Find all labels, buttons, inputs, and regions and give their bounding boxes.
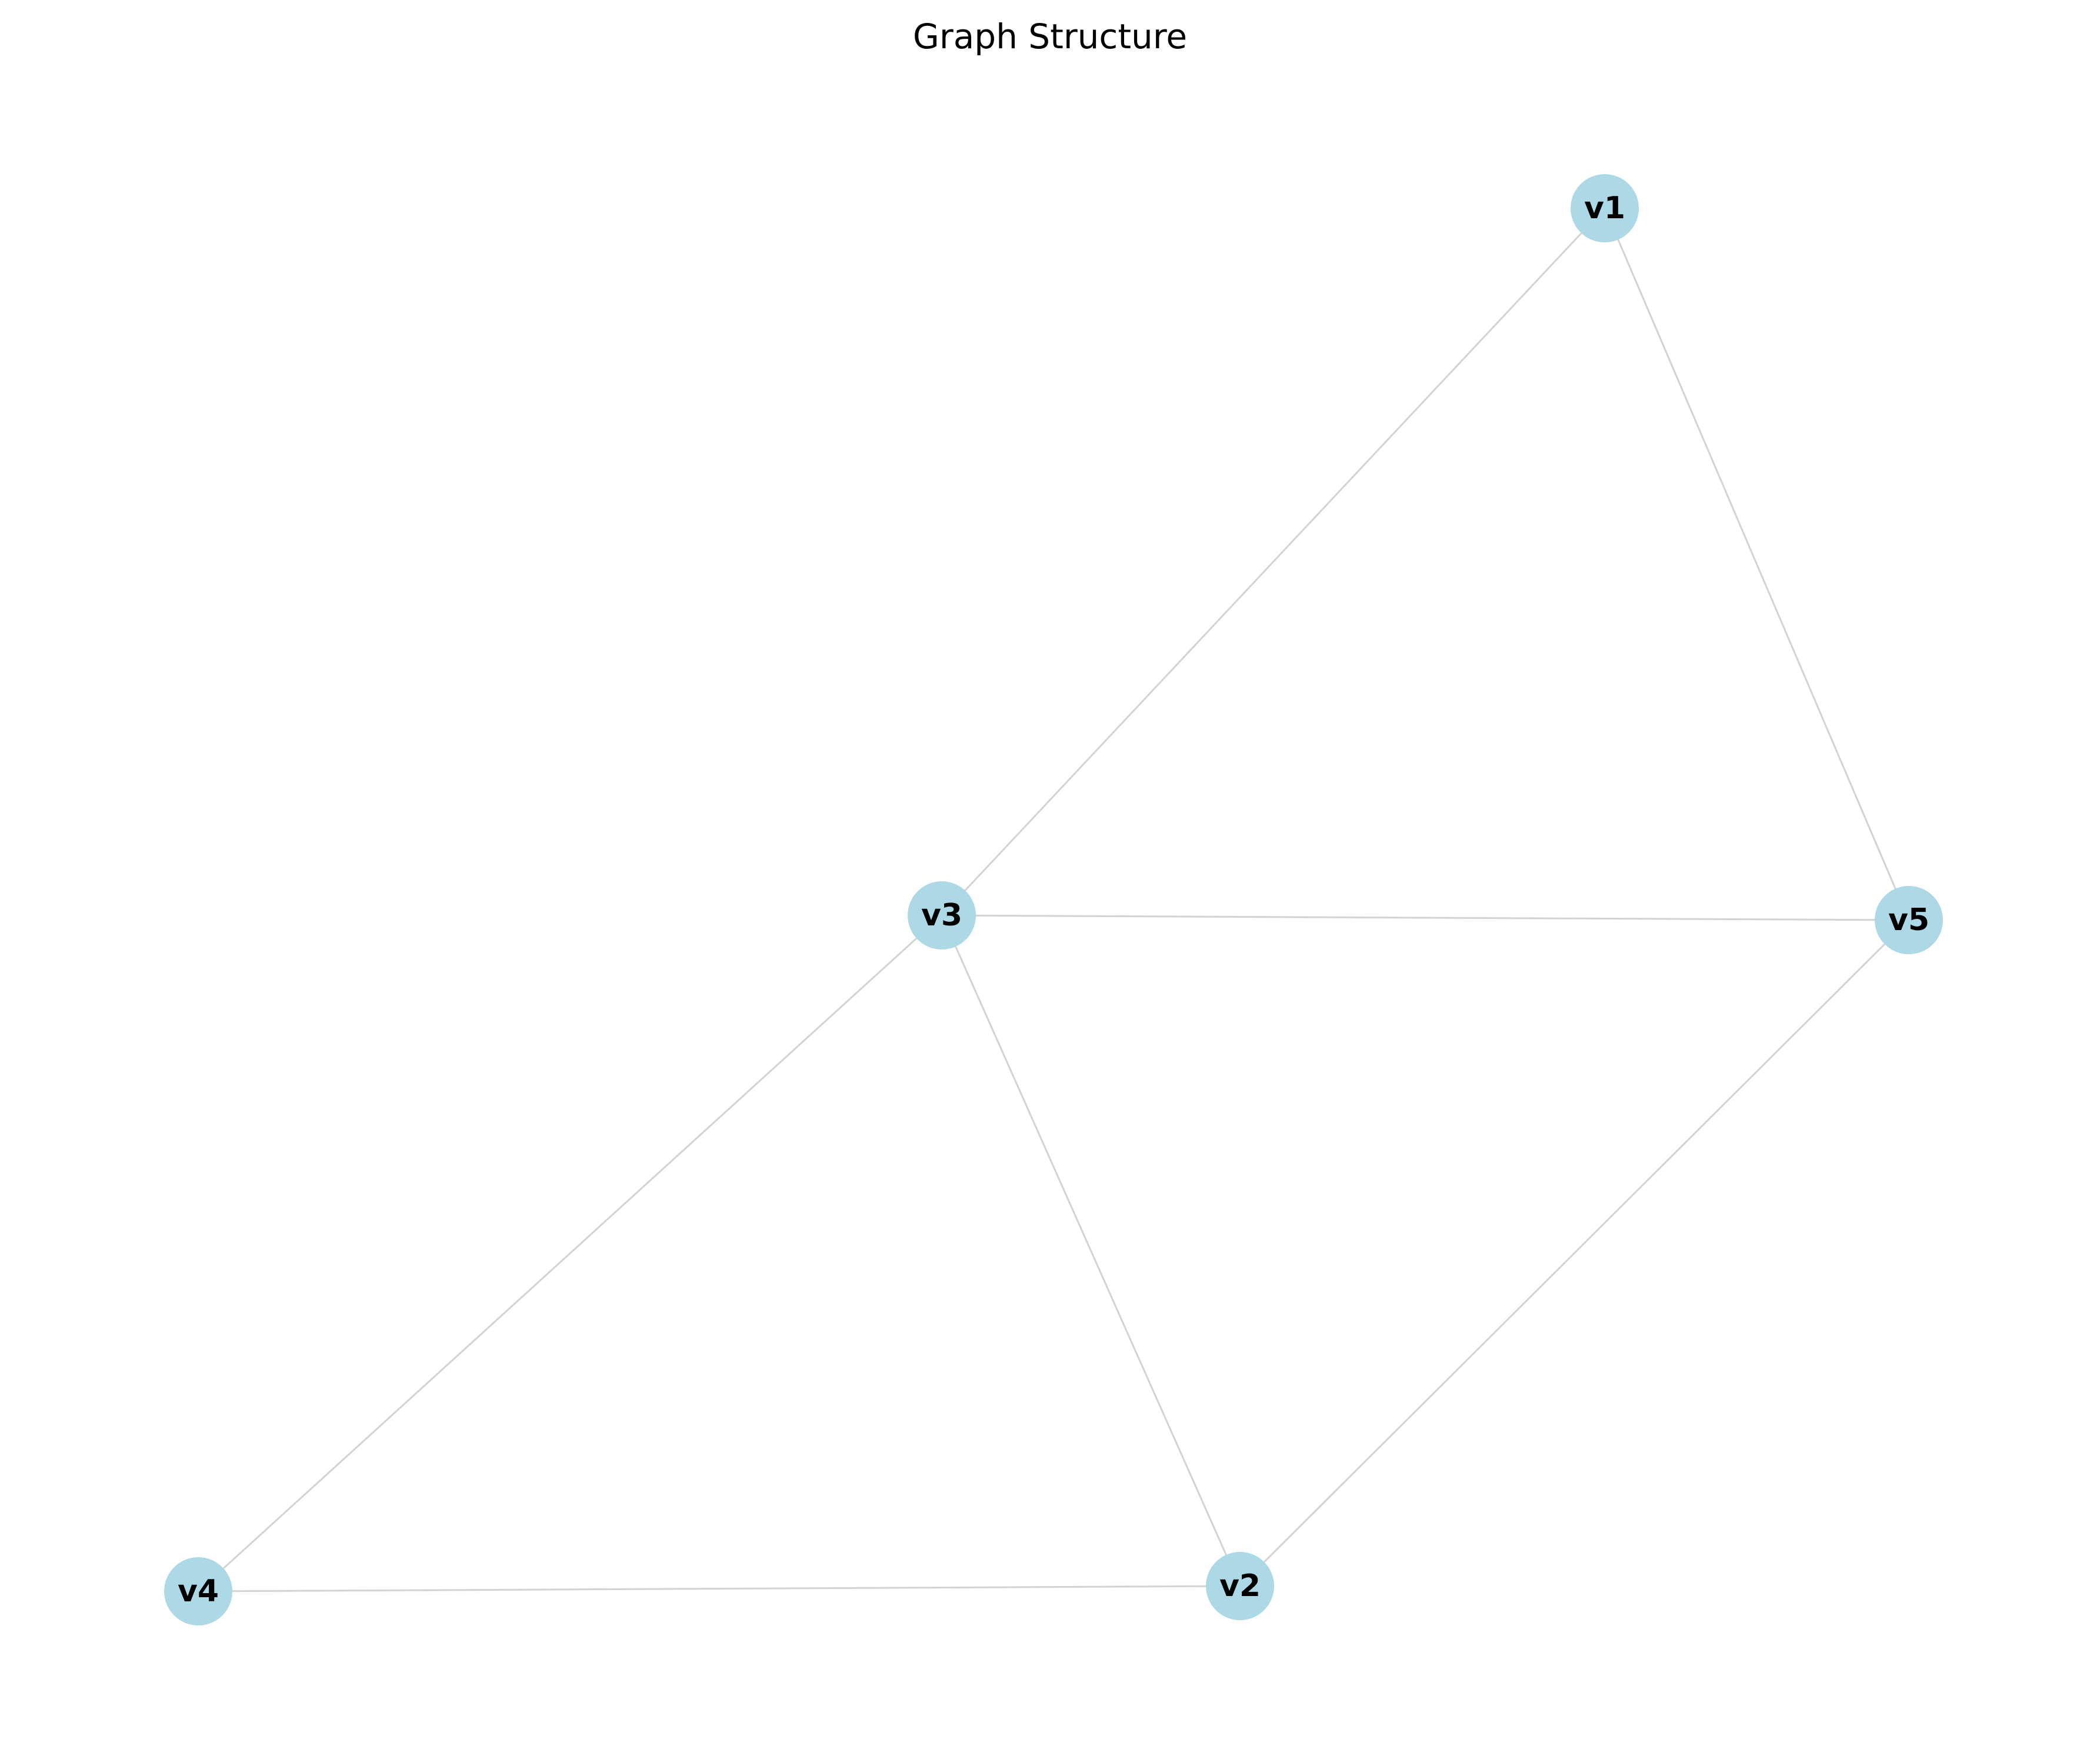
node-label-v3: v3	[921, 898, 962, 933]
node-label-v4: v4	[178, 1574, 219, 1609]
edge-v3-v4	[197, 914, 943, 1593]
node-v1: v1	[1571, 174, 1639, 242]
node-circle-v5	[1875, 886, 1943, 954]
edge-v5-v2	[1239, 919, 1910, 1587]
node-circle-v4	[164, 1557, 232, 1625]
node-v4: v4	[164, 1557, 232, 1625]
node-v3: v3	[908, 881, 976, 950]
node-circle-v2	[1206, 1552, 1274, 1620]
diagram-title: Graph Structure	[912, 16, 1188, 56]
node-label-v5: v5	[1888, 902, 1929, 938]
node-v5: v5	[1875, 886, 1943, 954]
edge-v4-v2	[198, 1585, 1241, 1593]
node-circle-v1	[1571, 174, 1639, 242]
edge-v3-v2	[941, 915, 1241, 1587]
node-label-v2: v2	[1219, 1568, 1261, 1604]
edge-v1-v5	[1604, 208, 1910, 921]
edge-v1-v3	[941, 207, 1606, 917]
node-circle-v3	[908, 881, 976, 950]
edge-v3-v5	[941, 914, 1909, 921]
nodes-layer: v1 v2 v3 v4 v5	[164, 174, 1943, 1625]
edges-layer	[197, 207, 1910, 1593]
node-label-v1: v1	[1584, 191, 1625, 226]
node-v2: v2	[1206, 1552, 1274, 1620]
